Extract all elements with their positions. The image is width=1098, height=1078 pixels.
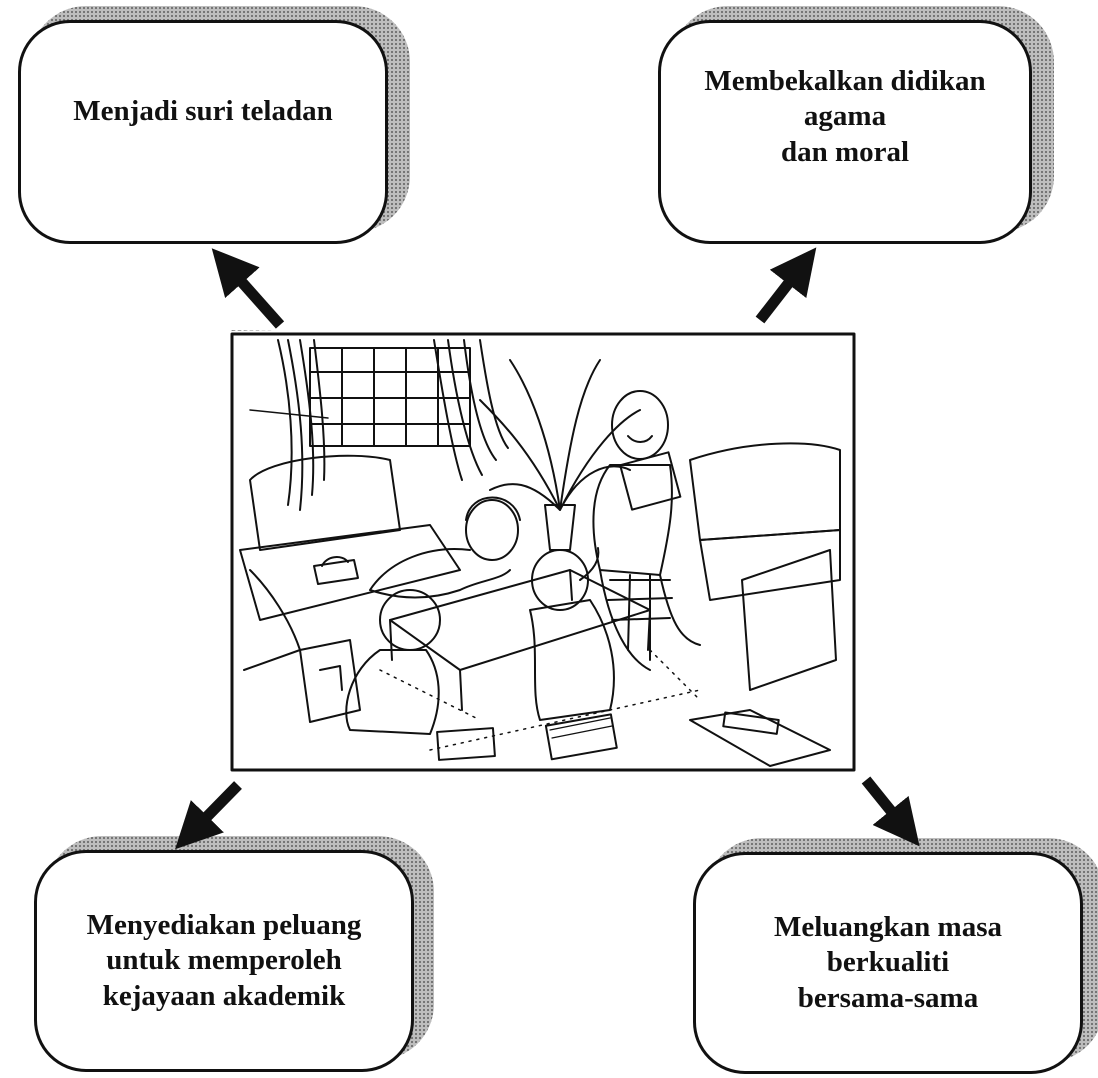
book-icon-2 — [544, 713, 618, 761]
book-icon — [436, 727, 496, 761]
window-icon — [309, 347, 471, 447]
television-icon — [689, 549, 837, 767]
telephone-icon — [313, 556, 359, 585]
coffee-table-icon — [389, 569, 651, 711]
illustration-frame — [230, 332, 856, 772]
arrow-to-top-left — [211, 248, 285, 329]
curtain-icon — [249, 339, 509, 511]
mother-figure — [369, 496, 521, 599]
child-left-figure — [299, 589, 441, 735]
role-box-bottom-left: Menyediakan peluang untuk memperoleh kej… — [34, 850, 414, 1072]
family-living-room-illustration — [230, 330, 856, 772]
arrow-to-top-right — [755, 247, 817, 324]
role-box-top-right: Membekalkan didikan agama dan moral — [658, 20, 1032, 244]
father-figure — [592, 390, 701, 671]
arrow-to-bottom-right — [861, 776, 920, 847]
role-box-bottom-right: Meluangkan masa berkualiti bersama-sama — [693, 852, 1083, 1074]
sofa-right-icon — [689, 442, 841, 601]
arrow-to-bottom-left — [175, 781, 242, 850]
role-box-top-left: Menjadi suri teladan — [18, 20, 388, 244]
sofa-icon — [239, 454, 461, 671]
rug-icon — [379, 649, 701, 751]
potted-plant-icon — [479, 359, 641, 551]
